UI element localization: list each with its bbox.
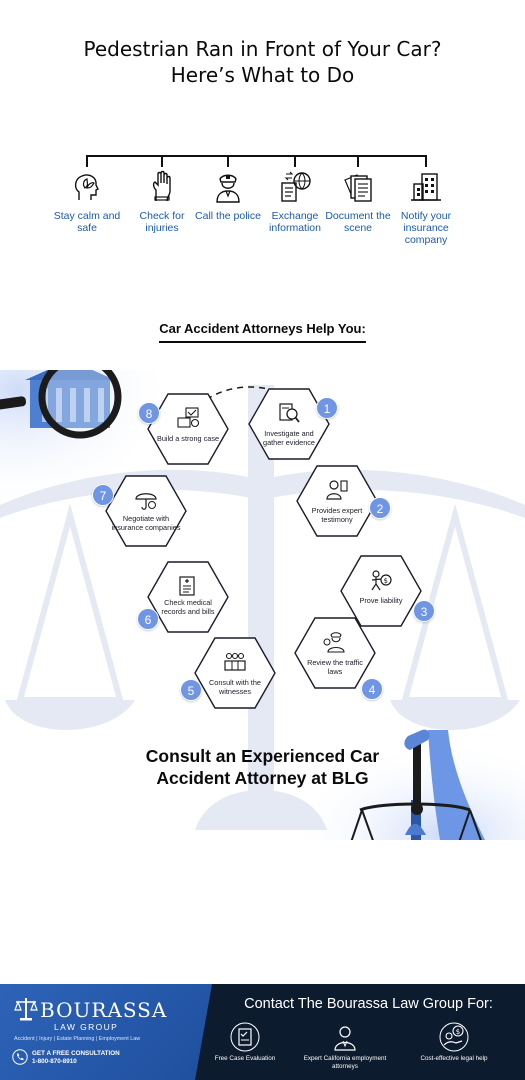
service-expert-attorneys: Expert California employment attorneys [296,1022,394,1070]
police-officer-icon [216,174,240,203]
step-tick [425,155,427,167]
step-label: Stay calm and safe [53,210,121,234]
step-label: Check for injuries [139,210,185,234]
exchange-information-icon [281,171,311,202]
insurance-umbrella-icon [135,493,157,510]
step-tick [227,155,229,167]
brand-tagline: Accident | Injury | Estate Planning | Em… [14,1036,141,1042]
step-number-badge: 3 [413,600,435,622]
service-label: Expert California employment attorneys [303,1055,387,1070]
hexagon-shape [340,555,422,627]
step-label: Document the scene [325,210,391,234]
attorneys-help-title-text: Car Accident Attorneys Help You: [159,321,366,343]
service-label: Cost-effective legal help [420,1055,488,1062]
scale-logo-icon [14,998,38,1021]
consult-heading: Consult an Experienced Car Accident Atto… [0,745,525,789]
attorney-help-item-2: Provides expert testimony [296,465,378,537]
hexagon-shape [194,637,276,709]
phone-icon [12,1049,28,1065]
attorney-help-label: Investigate and gather evidence [263,429,315,447]
step-number-badge: 4 [361,678,383,700]
hexagon-shape [296,465,378,537]
step-number-badge: 1 [316,397,338,419]
hexagon-shape [147,561,229,633]
magnifier-document-icon [279,403,300,423]
step-tick [161,155,163,167]
step-tick [86,155,88,167]
step-number-badge: 2 [369,497,391,519]
svg-text:$: $ [456,1028,460,1036]
attorney-help-label: Build a strong case [156,434,220,443]
contact-title: Contact The Bourassa Law Group For: [244,996,493,1012]
cost-effective-icon: $ [439,1022,469,1052]
step-tick [294,155,296,167]
page-title-line-2: Here’s What to Do [170,63,355,87]
case-evaluation-icon [230,1022,260,1052]
attorney-help-item-5: Consult with the witnesses [194,637,276,709]
hexagon-shape [248,388,330,460]
step-number-badge: 7 [92,484,114,506]
attorney-help-label: Check medical records and bills [161,598,215,616]
attorney-help-label: Negotiate with insurance companies [111,514,181,532]
service-free-case-evaluation: Free Case Evaluation [196,1022,294,1063]
calm-head-icon [74,174,99,200]
brand-logo-text: BOURASSA [40,998,168,1022]
attorney-help-item-4: Review the traffic laws [294,617,376,689]
free-consultation-link[interactable]: GET A FREE CONSULTATION [32,1050,120,1057]
hexagon-shape [105,475,187,547]
attorney-help-label: Provides expert testimony [311,506,363,524]
insurance-building-icon [411,173,441,201]
step-label: Call the police [195,210,261,222]
step-tick [357,155,359,167]
attorney-help-label: Consult with the witnesses [209,678,261,696]
medical-records-icon [179,576,195,596]
attorney-help-label: Prove liability [359,596,403,605]
page-title-line-1: Pedestrian Ran in Front of Your Car? [83,37,442,61]
consult-heading-line-1: Consult an Experienced Car [145,746,380,766]
step-number-badge: 5 [180,679,202,701]
attorneys-help-title: Car Accident Attorneys Help You: [0,321,525,343]
witnesses-icon [224,652,246,671]
raised-hand-icon [152,170,171,202]
expert-witness-icon [326,480,348,500]
brand-logo-subtitle: LAW GROUP [54,1022,119,1032]
step-label: Exchange information [269,210,321,234]
attorney-help-item-6: Check medical records and bills [147,561,229,633]
footer: BOURASSA LAW GROUP Accident | Injury | E… [0,984,525,1080]
step-number-badge: 8 [138,402,160,424]
phone-number-link[interactable]: 1-800-870-8910 [32,1058,77,1065]
liability-icon: $ [371,570,392,591]
hexagon-shape [294,617,376,689]
attorney-help-item-8: Build a strong case [147,393,229,465]
attorney-help-item-1: Investigate and gather evidence [248,388,330,460]
service-cost-effective-help: $ Cost-effective legal help [405,1022,503,1063]
step-number-badge: 6 [137,608,159,630]
traffic-officer-icon [323,632,345,653]
attorney-help-item-3: $ Prove liability [340,555,422,627]
service-label: Free Case Evaluation [214,1055,276,1062]
consult-heading-line-2: Accident Attorney at BLG [156,768,369,788]
step-label: Notify your insurance company [400,210,452,246]
attorney-help-label: Review the traffic laws [307,658,363,676]
documents-icon [344,174,372,202]
hexagon-shape [147,393,229,465]
attorney-help-item-7: Negotiate with insurance companies [105,475,187,547]
strong-case-icon [177,407,200,428]
steps-timeline-bar [86,155,426,157]
svg-text:$: $ [384,577,388,585]
page-title: Pedestrian Ran in Front of Your Car? Her… [0,36,525,88]
attorney-icon [334,1026,356,1051]
footer-brand-panel [0,984,212,1080]
